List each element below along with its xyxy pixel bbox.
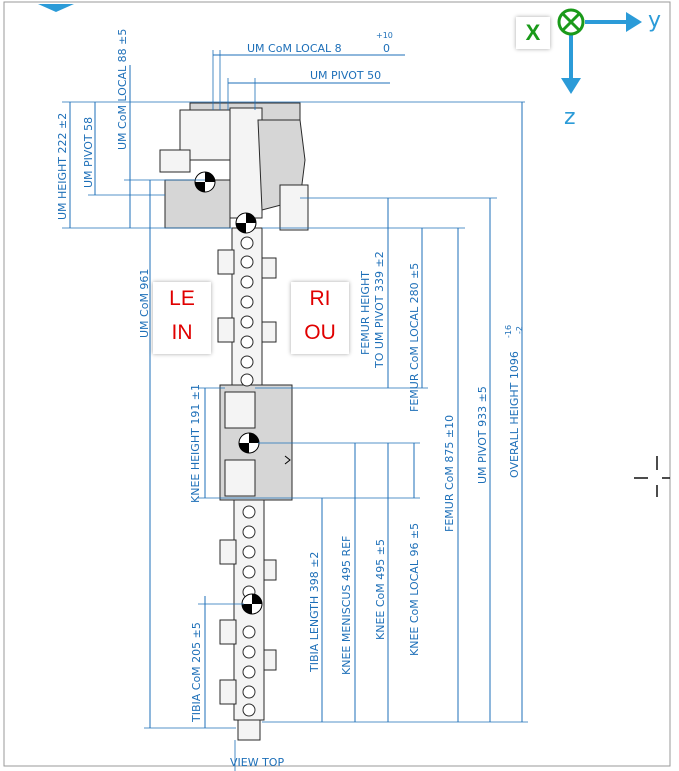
- dim-tibia-length: TIBIA LENGTH 398 ±2: [308, 552, 321, 673]
- tibia-tab-3: [219, 679, 237, 705]
- tibia-tab-1: [219, 539, 237, 565]
- um-right-tab: [279, 184, 309, 231]
- view-top-label: VIEW TOP: [230, 756, 284, 769]
- tibia-tab-2: [219, 619, 237, 645]
- dim-tibia-com: TIBIA CoM 205 ±5: [190, 622, 203, 723]
- dim-femur-height-1: FEMUR HEIGHT: [359, 271, 372, 355]
- knee-sub-1: [224, 391, 256, 429]
- dim-um-height: UM HEIGHT 222 ±2: [56, 113, 69, 220]
- dim-um-pivot-933: UM PIVOT 933 ±5: [476, 386, 489, 484]
- x-axis-label: X: [516, 17, 550, 49]
- dim-knee-com: KNEE CoM 495 ±5: [374, 539, 387, 640]
- dim-knee-height: KNEE HEIGHT 191 ±1: [189, 384, 202, 503]
- dim-um-com-local: UM CoM LOCAL 8: [247, 42, 342, 55]
- left-label-top: LE: [169, 287, 195, 310]
- right-label-bottom: OU: [304, 321, 336, 344]
- knee-sub-2: [224, 459, 256, 497]
- crosshair-icon: [634, 456, 670, 497]
- femur-tab-3: [261, 257, 277, 279]
- dim-overall-tol-plus: -16: [504, 325, 513, 338]
- dim-femur-com: FEMUR CoM 875 ±10: [443, 415, 456, 532]
- foot-block: [237, 719, 261, 741]
- knee-pointer: [284, 455, 291, 465]
- dim-tol-plus: +10: [376, 31, 393, 40]
- right-label-top: RI: [309, 287, 331, 310]
- femur-tab-4: [261, 321, 277, 343]
- dim-um-pivot-58: UM PIVOT 58: [82, 117, 95, 188]
- left-side-label: LE IN: [153, 282, 211, 354]
- page-border: [3, 1, 671, 767]
- dim-knee-meniscus: KNEE MENISCUS 495 REF: [340, 536, 353, 675]
- tibia-tab-4: [263, 559, 277, 581]
- z-arrowhead-icon: [561, 78, 581, 94]
- y-arrowhead-icon: [626, 12, 642, 32]
- femur-tab-2: [217, 317, 235, 343]
- dim-um-com-local-88: UM CoM LOCAL 88 ±5: [116, 29, 129, 150]
- dimension-lines: [62, 50, 528, 771]
- dim-femur-height-2: TO UM PIVOT 339 ±2: [373, 251, 386, 369]
- dim-overall-tol-minus: -2: [515, 326, 524, 334]
- um-center-block: [229, 107, 263, 219]
- dim-um-com-961: UM CoM 961: [138, 269, 151, 338]
- com-markers: [194, 171, 263, 615]
- axis-y-label: y: [648, 8, 661, 33]
- dim-overall-height: OVERALL HEIGHT 1096: [508, 351, 521, 478]
- dim-um-pivot: UM PIVOT 50: [310, 69, 381, 82]
- femur-tab-1: [217, 249, 235, 275]
- top-arrow-icon: [38, 4, 74, 12]
- dimension-text: UM CoM LOCAL 8 +10 0 UM PIVOT 50 UM CoM …: [56, 29, 524, 769]
- axis-z-label: z: [564, 105, 576, 130]
- axis-indicator: y z: [557, 8, 661, 130]
- dim-femur-com-local: FEMUR CoM LOCAL 280 ±5: [408, 263, 421, 412]
- dim-tol-zero: 0: [383, 42, 390, 55]
- dim-knee-com-local: KNEE CoM LOCAL 96 ±5: [408, 523, 421, 656]
- left-label-bottom: IN: [171, 321, 193, 344]
- tibia-tab-5: [263, 649, 277, 671]
- right-side-label: RI OU: [291, 282, 349, 354]
- um-side-tab: [159, 149, 191, 173]
- leg-mechanism: [159, 102, 309, 741]
